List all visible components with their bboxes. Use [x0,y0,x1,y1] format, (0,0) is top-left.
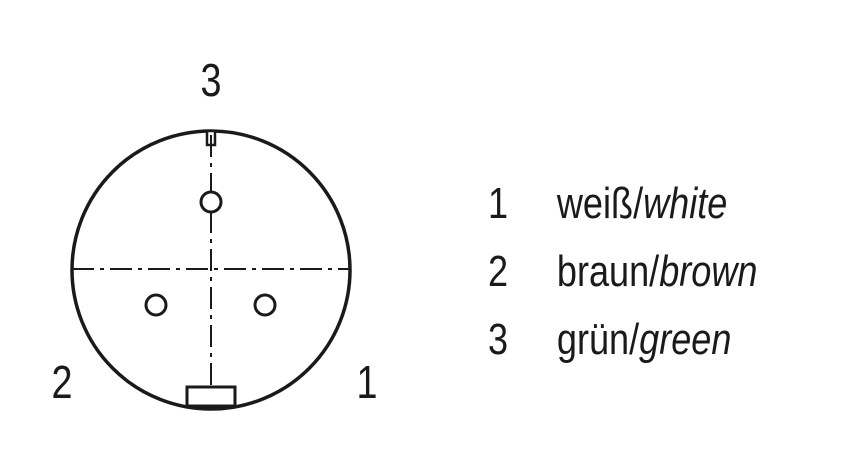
pin-label-bottom-left: 2 [52,356,73,407]
legend-color-en: white [643,179,728,228]
legend-item-3: 3 grün/green [488,306,757,374]
pin-label-bottom-right: 1 [357,356,378,407]
pin-1-contact [253,293,277,317]
legend-number: 2 [488,247,509,296]
legend-color-en: green [639,315,732,364]
pin-3-contact [199,190,223,214]
legend-separator: / [649,247,660,296]
bottom-key [185,385,237,408]
pin-label-top: 3 [201,54,222,105]
legend-item-2: 2 braun/brown [488,238,757,306]
legend-separator: / [633,179,644,228]
legend-color-de: braun [556,247,650,296]
legend-color-de: weiß [556,179,634,228]
legend-number: 3 [488,315,509,364]
legend-color-de: grün [556,315,630,364]
legend-number: 1 [488,179,509,228]
wire-color-legend: 1 weiß/white 2 braun/brown 3 grün/green [488,170,757,374]
legend-color-en: brown [659,247,758,296]
legend-separator: / [629,315,640,364]
pin-2-contact [144,293,168,317]
legend-item-1: 1 weiß/white [488,170,757,238]
